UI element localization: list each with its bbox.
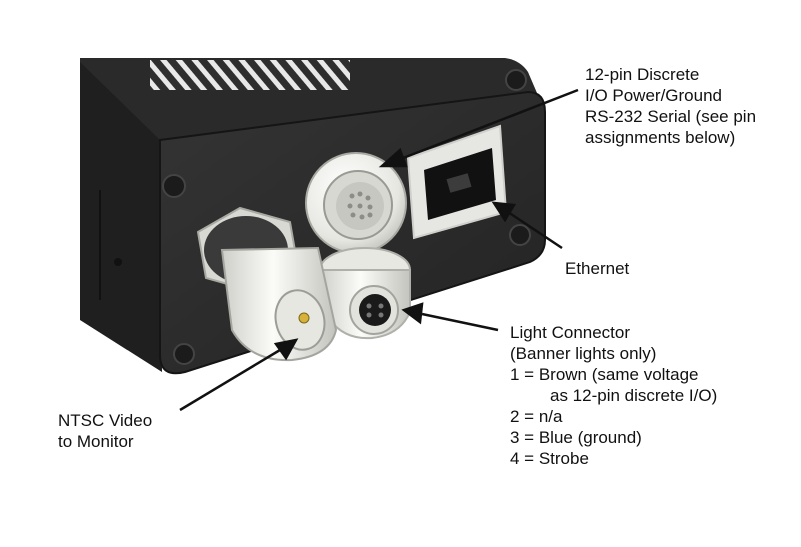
- arrow-head-icon: [401, 302, 424, 325]
- ethernet-callout: Ethernet: [565, 258, 629, 279]
- light-connector: [318, 247, 411, 340]
- twelve-pin-connector: [305, 152, 407, 254]
- light-callout-line: 4 = Strobe: [510, 449, 589, 468]
- video-callout-line: to Monitor: [58, 432, 134, 451]
- light-callout-line: Light Connector: [510, 323, 631, 342]
- io-callout-line: I/O Power/Ground: [585, 86, 723, 105]
- io-callout-line: assignments below): [585, 128, 736, 147]
- ethernet-port: [406, 124, 508, 240]
- arrow-head-icon: [273, 338, 299, 361]
- arrow-head-icon: [378, 147, 408, 168]
- video-callout-line: NTSC Video: [58, 411, 153, 430]
- io-callout-line: 12-pin Discrete: [585, 65, 700, 84]
- video-callout: NTSC Video to Monitor: [58, 410, 152, 452]
- light-callout-line: 2 = n/a: [510, 407, 563, 426]
- light-callout-line: 1 = Brown (same voltage: [510, 365, 699, 384]
- screw-icon: [505, 69, 527, 91]
- screw-icon: [173, 343, 195, 365]
- ethernet-callout-label: Ethernet: [565, 259, 630, 278]
- callout-arrows: [179, 88, 579, 412]
- light-callout-line: (Banner lights only): [510, 344, 657, 363]
- io-callout-line: RS-232 Serial (see pin: [585, 107, 757, 126]
- io-callout: 12-pin Discrete I/O Power/Ground RS-232 …: [585, 64, 756, 148]
- light-callout-line: 3 = Blue (ground): [510, 428, 642, 447]
- light-connector-callout: Light Connector (Banner lights only) 1 =…: [510, 322, 717, 469]
- vent-grille: [150, 60, 350, 90]
- light-callout-line: as 12-pin discrete I/O): [550, 386, 718, 405]
- screw-icon: [509, 224, 531, 246]
- arrow-head-icon: [491, 201, 517, 223]
- screw-icon: [162, 174, 186, 198]
- bnc-video-connector: [196, 206, 338, 362]
